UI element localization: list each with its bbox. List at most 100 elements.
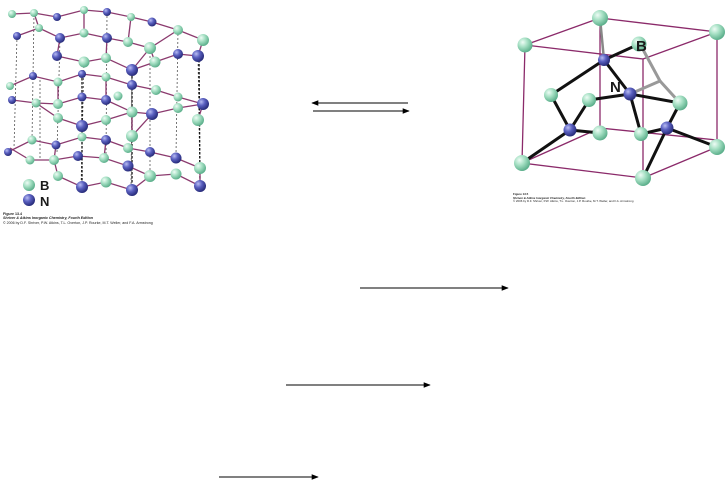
boron-atom [544, 88, 558, 102]
boron-atom [194, 162, 206, 174]
bond [549, 58, 606, 97]
nitrogen-atom [197, 98, 209, 110]
nitrogen-atom [13, 32, 21, 40]
legend-boron-label: B [40, 178, 49, 193]
nitrogen-atom [192, 50, 204, 62]
boron-atom [113, 91, 123, 101]
boron-atom [6, 82, 14, 90]
boron-label: B [636, 38, 647, 55]
bond [628, 92, 682, 105]
hex-atoms [4, 6, 209, 196]
nitrogen-atom [102, 33, 112, 43]
caption-title: Figure 13.5 [513, 192, 529, 196]
hexagonal-figure-caption: Figure 13.4 Shriver & Atkins Inorganic C… [3, 212, 153, 225]
boron-atom [99, 153, 109, 163]
caption-credit: © 2006 by D.F. Shriver, P.W. Atkins, T.L… [3, 220, 153, 225]
nitrogen-atom [147, 17, 157, 27]
nitrogen-atom [623, 87, 637, 101]
boron-atom [53, 99, 63, 109]
nitrogen-atom [173, 49, 183, 59]
boron-atom [173, 92, 183, 102]
boron-atom [123, 143, 133, 153]
boron-atom [30, 9, 38, 17]
boron-atom [53, 77, 63, 87]
boron-atom [592, 10, 608, 26]
boron-atom [123, 37, 133, 47]
nitrogen-atom [78, 70, 86, 78]
nitrogen-atom [101, 95, 111, 105]
hexagonal-bn-structure: B N [4, 6, 209, 209]
caption-book: Shriver & Atkins Inorganic Chemistry, Fo… [513, 195, 586, 200]
nitrogen-atom [194, 180, 206, 192]
boron-atom [192, 114, 204, 126]
interlayer-line [175, 29, 179, 156]
caption-book: Shriver & Atkins Inorganic Chemistry, Fo… [3, 216, 93, 221]
nitrogen-atom [660, 121, 674, 135]
boron-atom [79, 28, 89, 38]
atom-legend: B N [23, 178, 49, 209]
nitrogen-atom [4, 148, 12, 156]
cube-edge [642, 146, 718, 179]
boron-atom [35, 24, 43, 32]
cube-edge [524, 17, 601, 46]
boron-atom [126, 106, 138, 118]
legend-nitrogen-label: N [40, 194, 49, 209]
boron-atom [170, 168, 182, 180]
nitrogen-atom [51, 140, 61, 150]
nitrogen-atom [101, 135, 111, 145]
boron-atom [100, 176, 112, 188]
boron-atom [53, 171, 63, 181]
boron-atom [49, 155, 59, 165]
boron-atom [517, 37, 533, 53]
boron-atom [8, 10, 16, 18]
cubic-bn-structure: B N [514, 10, 725, 186]
boron-atom [101, 115, 111, 125]
legend-nitrogen-swatch [23, 194, 35, 206]
nitrogen-atom [126, 184, 138, 196]
nitrogen-atom [77, 92, 87, 102]
nitrogen-atom [53, 13, 61, 21]
boron-atom [151, 85, 161, 95]
nitrogen-atom [103, 8, 111, 16]
boron-atom [173, 103, 183, 113]
boron-atom [173, 25, 183, 35]
boron-atom [592, 125, 608, 141]
boron-atom [709, 24, 725, 40]
cube-edge [521, 127, 601, 164]
bond [665, 126, 719, 149]
boron-atom [101, 72, 111, 82]
cube-edge [642, 31, 718, 60]
nitrogen-atom [76, 120, 88, 132]
boron-atom [672, 95, 688, 111]
boron-atom [53, 113, 63, 123]
nitrogen-atom [8, 96, 16, 104]
cubic-figure-caption: Figure 13.5 Shriver & Atkins Inorganic C… [513, 192, 633, 204]
bond [641, 126, 669, 180]
legend-boron-swatch [23, 179, 35, 191]
nitrogen-atom [52, 51, 62, 61]
nitrogen-label: N [610, 79, 621, 96]
nitrogen-atom [146, 108, 158, 120]
boron-atom [31, 98, 41, 108]
nitrogen-atom [55, 33, 65, 43]
boron-atom [635, 170, 651, 186]
boron-atom [126, 130, 138, 142]
boron-atom [25, 155, 35, 165]
boron-atom [27, 135, 37, 145]
nitrogen-atom [127, 80, 137, 90]
boron-atom [144, 42, 156, 54]
boron-atom [127, 13, 135, 21]
nitrogen-atom [73, 151, 83, 161]
nitrogen-atom [29, 72, 37, 80]
cubic-atoms [514, 10, 725, 186]
boron-atom [582, 93, 596, 107]
bond-back [638, 42, 662, 83]
boron-atom [514, 155, 530, 171]
nitrogen-atom [170, 152, 182, 164]
reaction-arrows [219, 285, 509, 480]
boron-atom [634, 127, 648, 141]
caption-title: Figure 13.4 [3, 212, 22, 216]
boron-atom [197, 34, 209, 46]
interlayer-line [13, 35, 18, 149]
